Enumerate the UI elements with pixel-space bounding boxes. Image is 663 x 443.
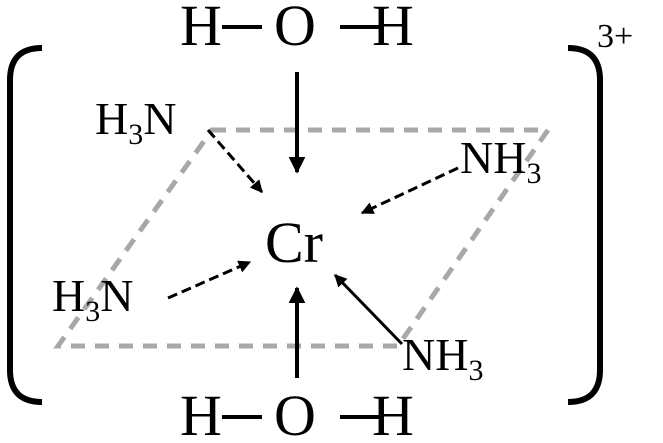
- ammine-lower-right-label: NH3: [402, 329, 483, 387]
- bottom-water-o: O: [274, 383, 316, 443]
- bottom-water-h-right: H: [372, 383, 414, 443]
- bottom-water-h-left: H: [180, 383, 222, 443]
- arrow-from-ammine-lower-left: [167, 260, 252, 300]
- left-bracket: [7, 45, 43, 405]
- charge-label: 3+: [597, 18, 633, 55]
- top-water-h-left: H: [180, 0, 222, 58]
- top-water-h-right: H: [372, 0, 414, 58]
- right-bracket: [567, 45, 603, 405]
- arrow-from-ammine-upper-left: [206, 129, 264, 193]
- arrow-from-ammine-upper-right: [360, 166, 459, 215]
- water-ligand-top: H O H: [180, 0, 414, 58]
- top-water-o: O: [274, 0, 316, 58]
- ammine-upper-left-label: H3N: [95, 93, 176, 151]
- equatorial-plane: [53, 127, 553, 349]
- arrow-from-ammine-lower-right: [333, 273, 404, 346]
- central-atom-label: Cr: [265, 210, 323, 275]
- water-ligand-bottom: H O H: [180, 383, 414, 443]
- ammine-upper-right-label: NH3: [460, 132, 541, 190]
- ammine-lower-left-label: H3N: [52, 270, 133, 328]
